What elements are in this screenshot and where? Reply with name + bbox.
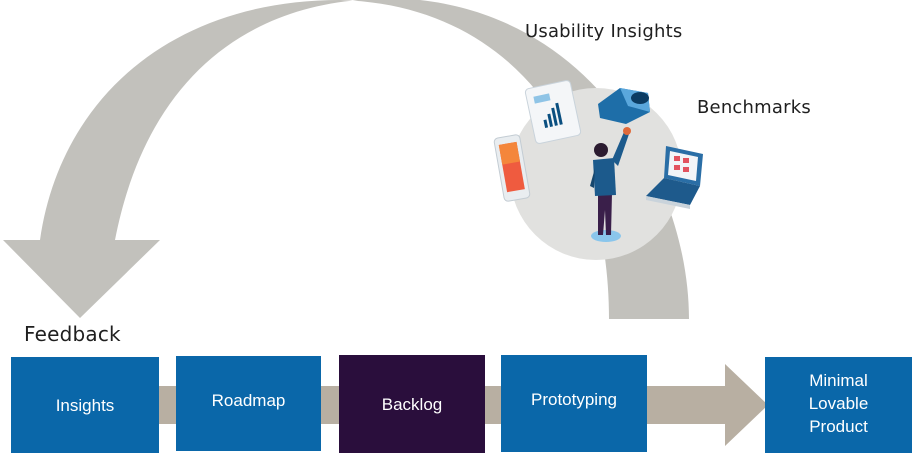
stage-prototyping: Prototyping [501,355,647,452]
feedback-label: Feedback [24,322,121,346]
stage-minimal-lovable-product: Minimal Lovable Product [765,357,912,453]
stage-insights: Insights [11,357,159,453]
usability-insights-label: Usability Insights [525,21,683,42]
person-icon [590,127,631,242]
stage-label: Roadmap [211,391,286,410]
vr-headset-icon [598,88,650,124]
stage-label: Minimal Lovable Product [808,370,869,436]
stage-roadmap: Roadmap [176,356,321,451]
stage-label: Insights [55,395,115,415]
feedback-arc-arrow [3,0,689,319]
stage-label: Prototyping [531,390,617,409]
smartphone-icon [493,134,531,202]
tablet-chart-icon [524,80,582,144]
laptop-icon [646,146,703,209]
benchmarks-label: Benchmarks [697,97,811,118]
stage-label: Backlog [381,394,443,414]
stage-backlog: Backlog [339,355,485,453]
